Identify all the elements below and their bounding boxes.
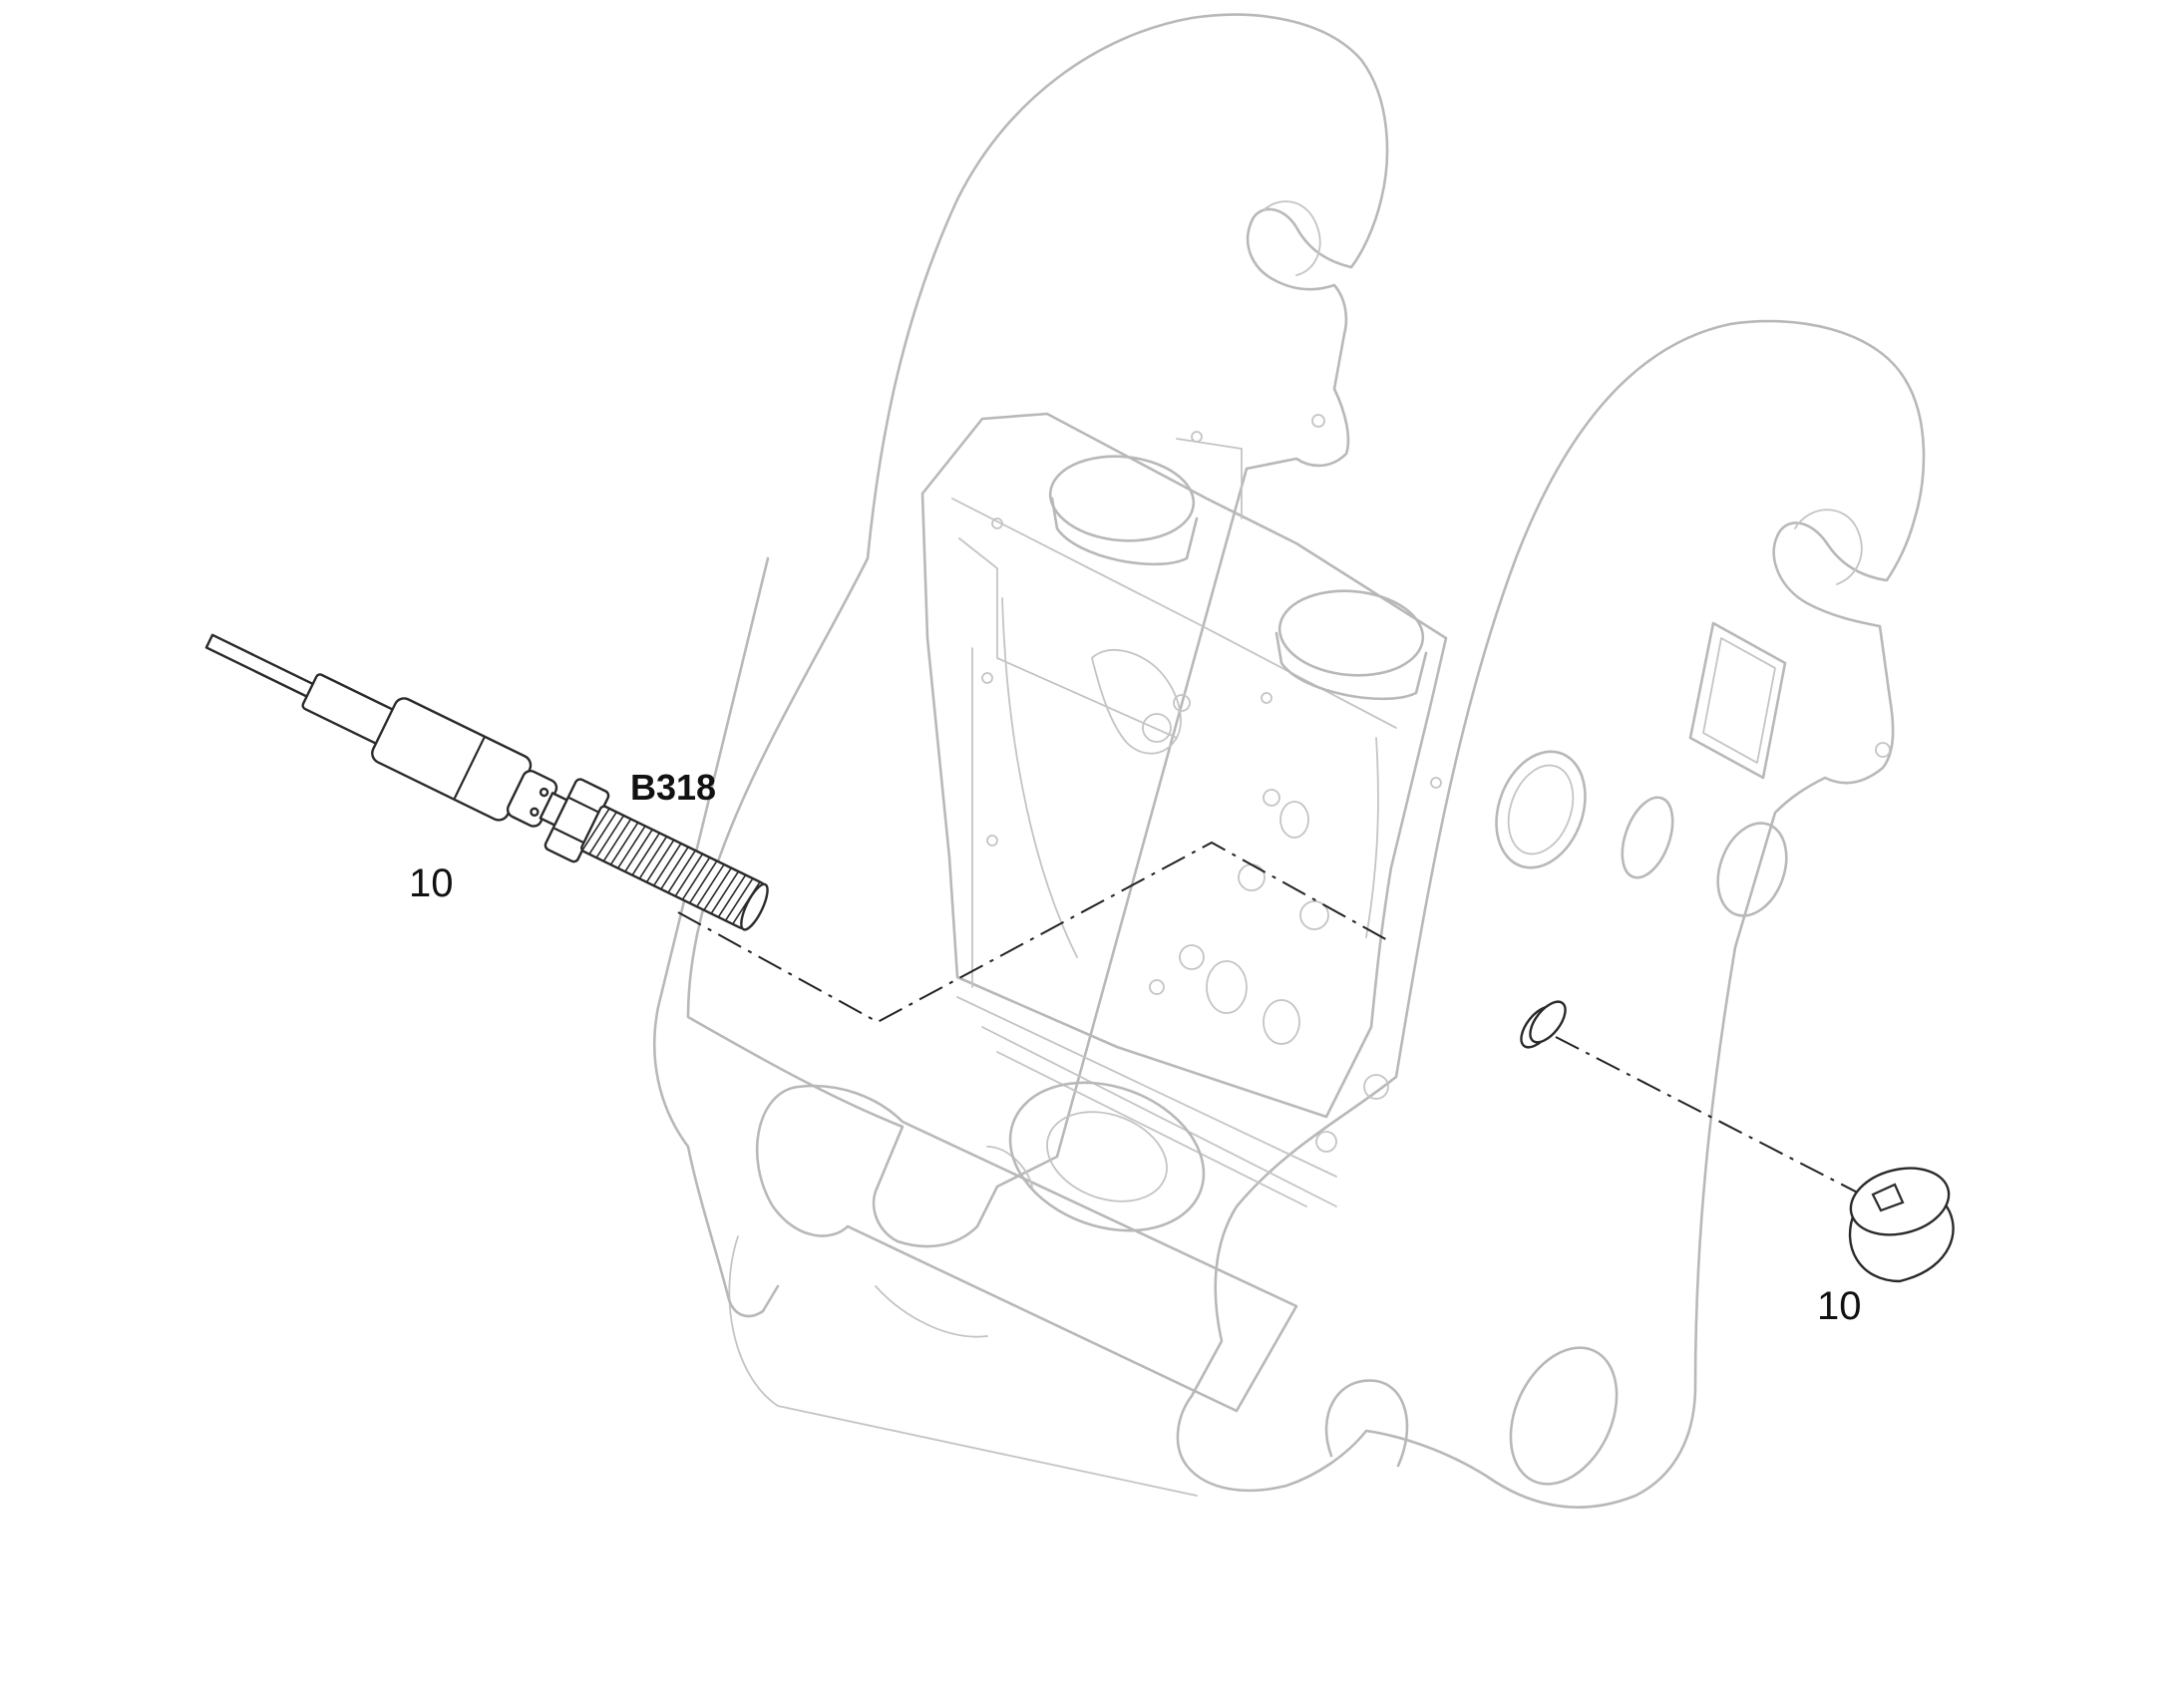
lower-cross-tube (755, 1084, 1298, 1413)
inner-latch (1091, 649, 1182, 755)
rear-side-plate (686, 13, 1389, 1248)
center-box (920, 412, 1448, 1119)
sensor-cable (204, 633, 322, 702)
front-side-plate (1176, 319, 1926, 1509)
plug-item-number: 10 (1817, 1284, 1862, 1328)
plug-leader-line (1555, 1036, 1876, 1202)
quick-coupler-frame (652, 13, 1926, 1509)
lower-pin-bore (1509, 1346, 1619, 1486)
top-boss-left (1048, 455, 1199, 566)
lower-left-flange (652, 556, 780, 1318)
sensor-leader-line (677, 841, 1392, 1024)
seal-ring (1520, 1000, 1567, 1049)
proximity-sensor (204, 633, 769, 931)
sensor-item-number: 10 (409, 861, 454, 905)
protective-cap (1848, 1167, 1955, 1283)
top-boss-right (1274, 589, 1428, 701)
front-plate-window (1688, 621, 1787, 780)
sensor-code-label: B318 (630, 767, 717, 808)
